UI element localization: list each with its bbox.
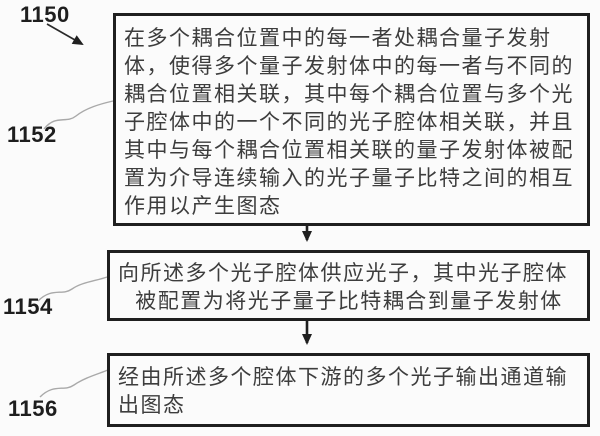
flow-step-box-1152: 在多个耦合位置中的每一者处耦合量子发射 体，使得多个量子发射体中的每一者与不同的… (113, 13, 590, 226)
leader-line-1156 (39, 369, 109, 398)
step-text-line: 经由所述多个腔体下游的多个光子输出通道输 (118, 365, 568, 389)
step-text-line: 耦合位置相关联，其中每个耦合位置与多个光 (124, 82, 574, 106)
figure-number-label: 1150 (20, 2, 70, 27)
step-text-line: 作用以产生图态 (124, 194, 282, 218)
step-text-line: 子腔体中的一个不同的光子腔体相关联，并且 (124, 110, 574, 134)
step-text-line: 其中与每个耦合位置相关联的量子发射体被配 (124, 138, 574, 162)
step-text-line: 体，使得多个量子发射体中的每一者与不同的 (124, 54, 574, 78)
step-text-line: 被配置为将光子量子比特耦合到量子发射体 (135, 289, 563, 313)
step-text-line: 向所述多个光子腔体供应光子，其中光子腔体 (118, 261, 568, 285)
flow-step-box-1156: 经由所述多个腔体下游的多个光子输出通道输 出图态 (107, 353, 590, 427)
step-text-line: 出图态 (118, 393, 186, 417)
step-label-1154: 1154 (3, 294, 53, 319)
step-text-line: 置为介导连续输入的光子量子比特之间的相互 (124, 166, 574, 190)
step-label-1152: 1152 (7, 122, 57, 147)
flow-step-box-1154: 向所述多个光子腔体供应光子，其中光子腔体 被配置为将光子量子比特耦合到量子发射体 (107, 250, 590, 321)
step-text-line: 在多个耦合位置中的每一者处耦合量子发射 (124, 26, 552, 50)
step-label-1156: 1156 (8, 396, 58, 421)
